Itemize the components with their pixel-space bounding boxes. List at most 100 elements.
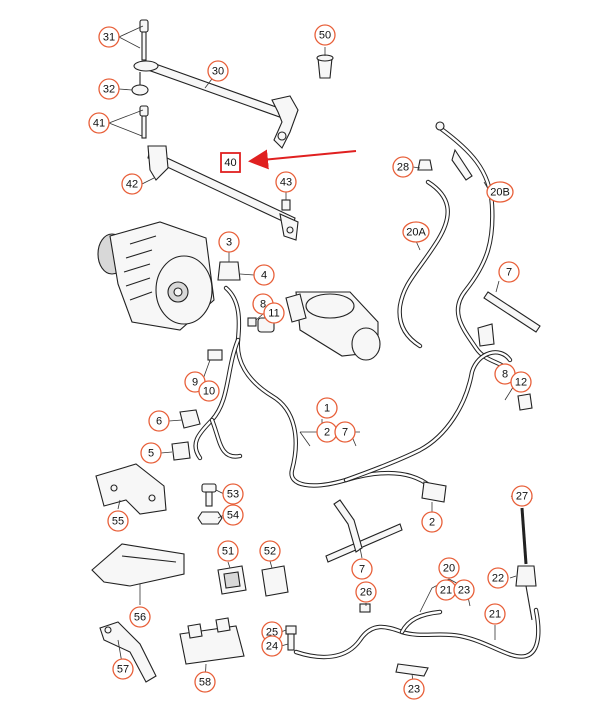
callout-7[interactable]: 7 [351,558,373,580]
callout-circle [498,261,520,283]
bolt-53 [201,483,217,507]
callout-4[interactable]: 4 [253,264,275,286]
callout-number: 7 [359,564,365,576]
callout-22[interactable]: 22 [487,567,509,589]
callout-54[interactable]: 54 [222,504,244,526]
bracket-57 [99,621,157,683]
callout-number: 53 [227,489,239,501]
callout-circle [88,112,110,134]
bolt-26 [359,603,371,613]
callout-circle [217,540,239,562]
callout-27[interactable]: 27 [511,485,533,507]
callout-52[interactable]: 52 [259,540,281,562]
nut-32 [131,72,149,96]
callout-20A[interactable]: 20A [402,221,430,243]
callout-23[interactable]: 23 [453,579,475,601]
callout-57[interactable]: 57 [112,658,134,680]
callout-24[interactable]: 24 [261,635,283,657]
callout-circle [112,658,134,680]
connector-5 [171,441,191,461]
support-bracket-upper [133,60,299,149]
callout-circle [275,171,297,193]
callout-circle [253,264,275,286]
callout-6[interactable]: 6 [148,410,170,432]
bracket-55 [95,463,167,515]
callout-21[interactable]: 21 [484,603,506,625]
callout-42[interactable]: 42 [121,173,143,195]
callout-number: 10 [203,386,215,398]
callout-circle [148,410,170,432]
callout-circle [402,221,430,243]
callout-11[interactable]: 11 [263,302,285,324]
callout-number: 3 [226,237,232,249]
callout-number: 57 [117,664,129,676]
callout-20B[interactable]: 20B [486,181,514,203]
callout-number: 31 [103,32,115,44]
callout-43[interactable]: 43 [275,171,297,193]
callout-21[interactable]: 21 [435,579,457,601]
connector-6 [179,409,201,429]
callout-51[interactable]: 51 [217,540,239,562]
battery-cable-20a [397,148,473,349]
callout-20[interactable]: 20 [438,557,460,579]
clip-52 [261,565,289,597]
callout-1[interactable]: 1 [316,397,338,419]
callout-number: 21 [440,585,452,597]
callout-number: 58 [199,677,211,689]
cap-28 [417,159,433,171]
callout-26[interactable]: 26 [355,581,377,603]
callout-number: 42 [126,179,138,191]
callout-7[interactable]: 7 [334,421,356,443]
callout-circle [351,558,373,580]
callout-number: 26 [360,587,372,599]
callout-number: 30 [212,66,224,78]
bushing-50 [316,54,334,79]
callout-circle [421,511,443,533]
callout-circle [355,581,377,603]
callout-55[interactable]: 55 [107,510,129,532]
connector-12 [517,393,533,411]
callout-2[interactable]: 2 [316,421,338,443]
wiring-harness-1 [193,285,513,489]
connector-2 [421,481,447,503]
callout-number: 24 [266,641,278,653]
callout-3[interactable]: 3 [218,231,240,253]
callout-number: 20 [443,563,455,575]
callout-12[interactable]: 12 [510,371,532,393]
callout-number: 52 [264,546,276,558]
sensor-22 [515,507,537,621]
callout-number: 21 [489,609,501,621]
callout-circle [392,156,414,178]
callout-10[interactable]: 10 [198,380,220,402]
callout-circle [140,442,162,464]
callout-50[interactable]: 50 [314,24,336,46]
callout-circle [314,24,336,46]
callout-40-highlighted[interactable]: 40 [220,152,241,173]
callout-32[interactable]: 32 [98,78,120,100]
callout-number: 7 [342,427,348,439]
clip-51 [217,565,247,595]
callout-31[interactable]: 31 [98,26,120,48]
callout-23[interactable]: 23 [403,678,425,700]
callout-circle [121,173,143,195]
nut-54 [197,511,223,525]
callout-number: 25 [266,627,278,639]
callout-56[interactable]: 56 [129,606,151,628]
bracket-56 [91,543,185,587]
callout-7[interactable]: 7 [498,261,520,283]
callout-53[interactable]: 53 [222,483,244,505]
callout-circle [98,26,120,48]
callout-28[interactable]: 28 [392,156,414,178]
callout-circle [129,606,151,628]
callout-circle [222,483,244,505]
callout-circle [207,60,229,82]
callout-number: 5 [148,448,154,460]
callout-58[interactable]: 58 [194,671,216,693]
callout-41[interactable]: 41 [88,112,110,134]
callout-2[interactable]: 2 [421,511,443,533]
callout-30[interactable]: 30 [207,60,229,82]
highlight-arrow [248,149,357,170]
callout-5[interactable]: 5 [140,442,162,464]
nut-43 [281,199,291,211]
